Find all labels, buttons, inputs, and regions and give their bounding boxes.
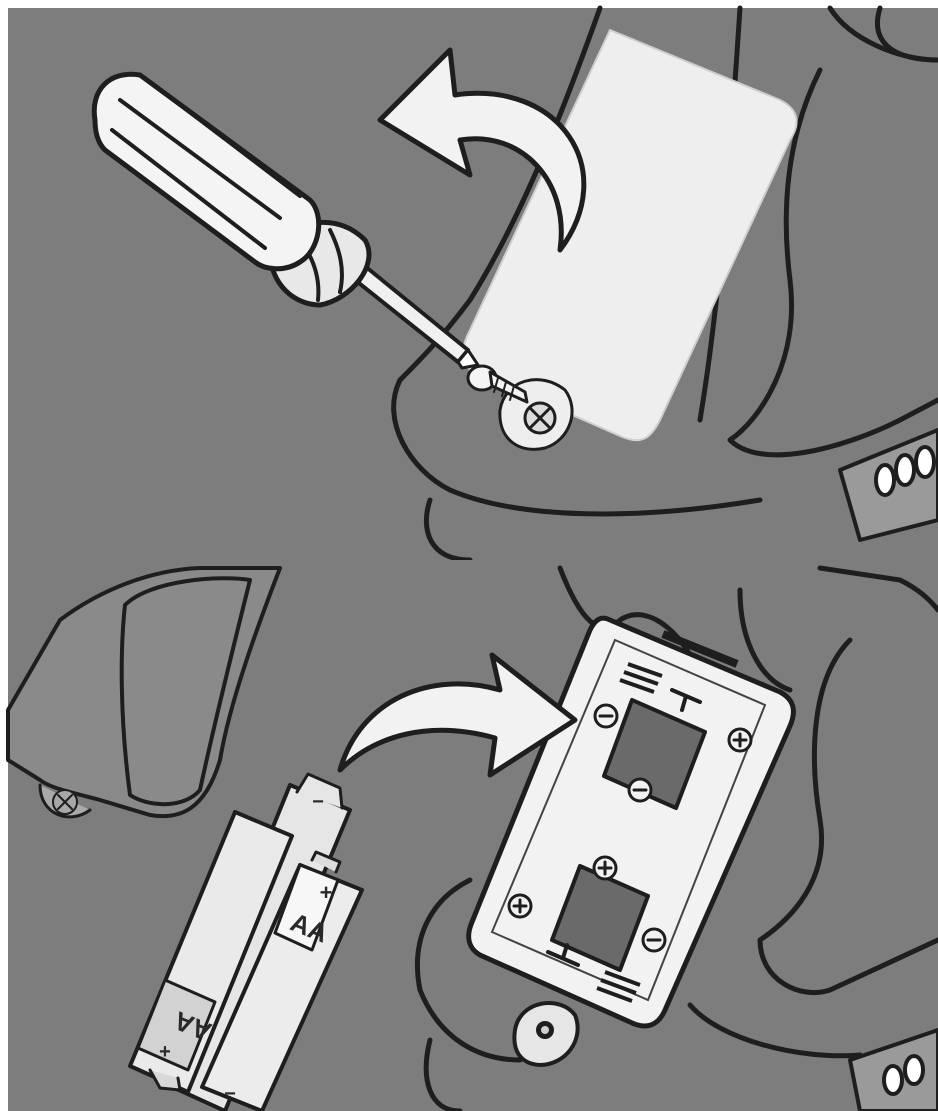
battery-minus-label: − [224,1083,236,1105]
polarity-minus-icon [595,705,617,727]
step-2-panel: − AA + + AA − [0,560,938,1111]
polarity-minus-icon [629,779,651,801]
battery-plus-label: + [159,1041,171,1063]
polarity-plus-icon [509,895,531,917]
cover-screw-hole-icon [525,403,555,433]
cover-screw-hole-icon [53,790,77,814]
step-1-panel [0,0,938,560]
battery-plus-label: + [320,880,333,905]
battery-minus-label: − [312,791,324,813]
polarity-plus-icon [594,857,616,879]
polarity-minus-icon [643,929,665,951]
polarity-plus-icon [729,729,751,751]
